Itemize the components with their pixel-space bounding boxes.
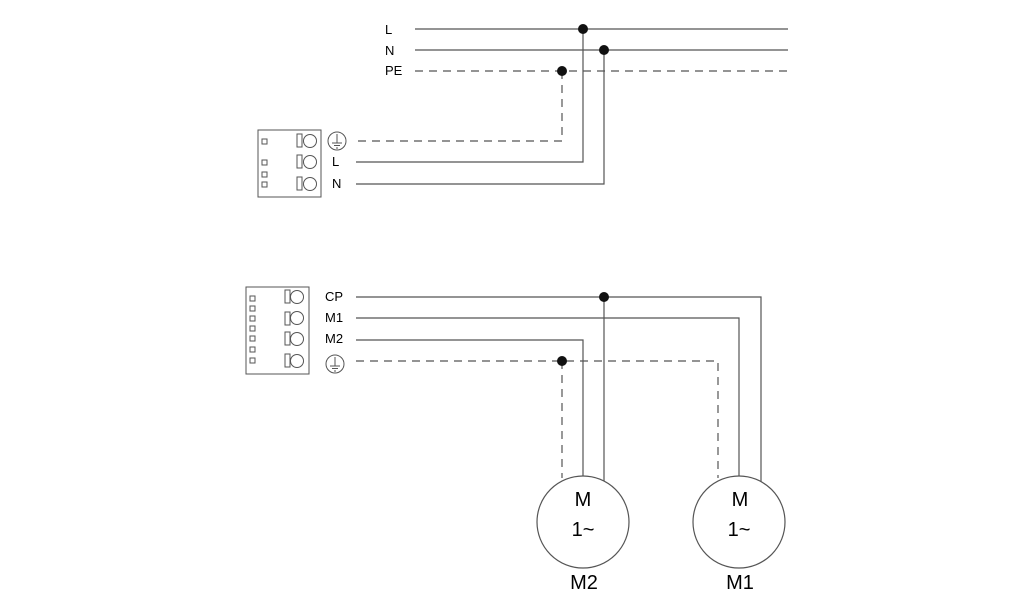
bus-label-pe: PE: [385, 63, 403, 78]
motor-m2-symbol: M: [575, 489, 592, 511]
supply-terminal-block: [257, 129, 322, 198]
junction-dot-cp: [599, 292, 609, 302]
earth-ground-icon: [325, 354, 345, 374]
terminal-label-cp: CP: [325, 289, 343, 304]
wire-l-drop: [356, 29, 584, 163]
motor-m1-symbol: M: [732, 489, 749, 511]
terminal-label-m1: M1: [325, 310, 343, 325]
wire-n-drop: [356, 50, 605, 185]
wire-m2: [356, 339, 584, 478]
terminal-label-m2: M2: [325, 331, 343, 346]
wire-m1: [356, 317, 740, 478]
wire-pe-m1: [356, 360, 719, 478]
motor-m1-phase: 1~: [728, 519, 751, 541]
junction-dot-pe-motor: [557, 356, 567, 366]
wire-pe-drop: [356, 71, 563, 142]
motor-m2-phase: 1~: [572, 519, 595, 541]
junction-dot-pe: [557, 66, 567, 76]
motor-m1-label: M1: [726, 572, 754, 594]
motor-m1: M 1~ M1: [692, 475, 786, 594]
motor-terminal-block: [245, 286, 310, 375]
earth-ground-icon: [327, 131, 347, 151]
bus-label-l: L: [385, 22, 392, 37]
bus-label-n: N: [385, 43, 394, 58]
junction-dot-l: [578, 24, 588, 34]
wire-cp: [356, 296, 762, 482]
terminal-label-l: L: [332, 154, 339, 169]
junction-dot-n: [599, 45, 609, 55]
motor-m2: M 1~ M2: [536, 475, 630, 594]
motor-m2-label: M2: [570, 572, 598, 594]
terminal-label-n: N: [332, 176, 341, 191]
